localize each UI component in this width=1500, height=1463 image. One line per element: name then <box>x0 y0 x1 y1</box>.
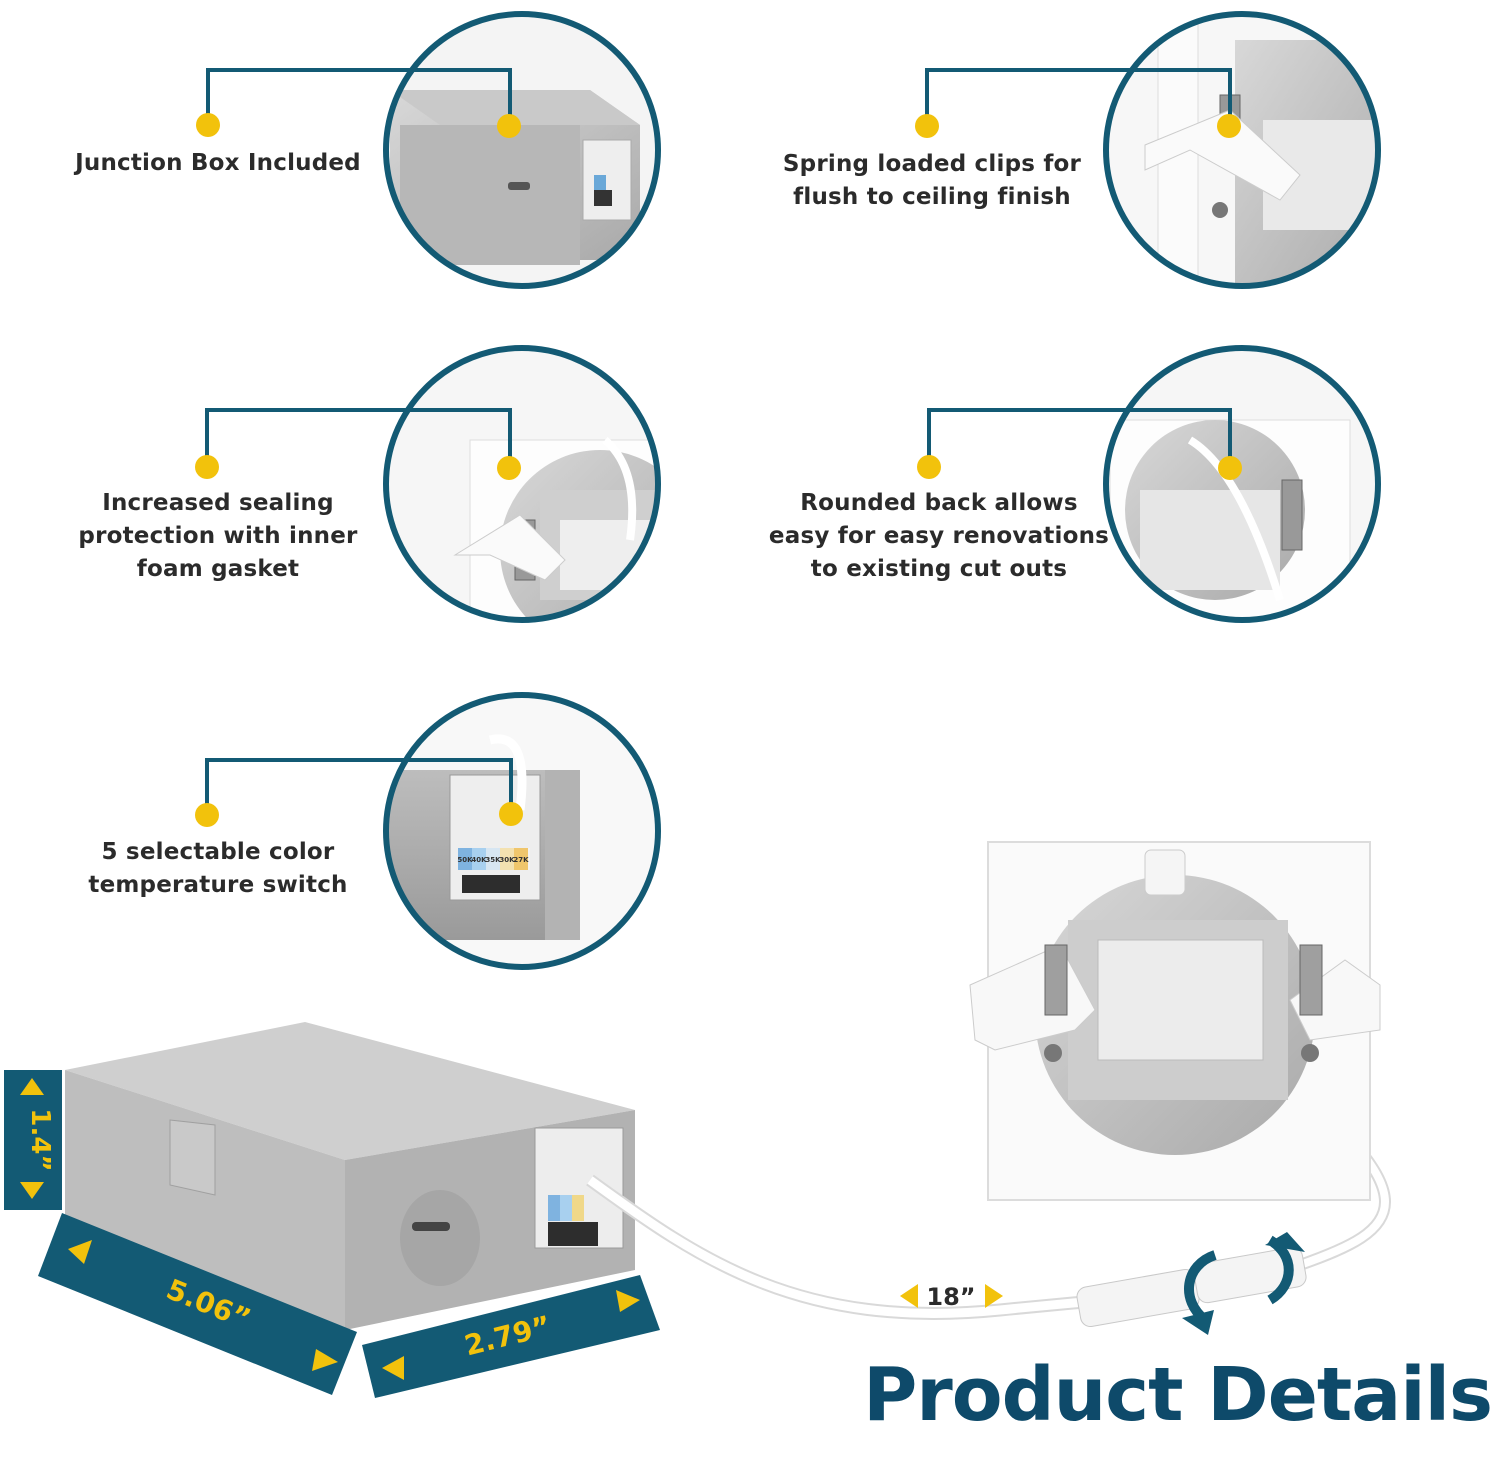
callout-line: Increased sealing <box>102 490 334 516</box>
callout-spring-clips: Spring loaded clips for flush to ceiling… <box>762 148 1102 214</box>
callout-line: 5 selectable color <box>101 839 335 865</box>
quick-connector <box>1076 1232 1307 1335</box>
gasket-closeup <box>383 345 661 623</box>
arrow-down-icon <box>20 1182 44 1199</box>
junction-box-closeup <box>383 11 661 289</box>
switch-label-27k: 27K <box>513 856 529 864</box>
callout-connector-4 <box>917 408 1242 480</box>
page-title: Product Details <box>863 1352 1493 1438</box>
callout-junction-box: Junction Box Included <box>58 147 378 180</box>
switch-label-group: 50K 40K 35K 30K 27K <box>457 848 529 870</box>
callout-line: Spring loaded clips for <box>782 151 1082 177</box>
arrow-right-icon <box>616 1290 640 1312</box>
callout-connector-5 <box>195 758 523 827</box>
switch-label-35k: 35K <box>485 856 501 864</box>
callout-line: flush to ceiling finish <box>793 184 1071 210</box>
arrow-left-icon <box>382 1356 404 1380</box>
dimension-width: 2.79” <box>362 1275 660 1398</box>
switch-label-30k: 30K <box>499 856 515 864</box>
dimension-cable: 18” <box>900 1283 1003 1311</box>
arrow-right-icon <box>312 1349 338 1371</box>
color-switch-closeup: 50K 40K 35K 30K 27K <box>383 692 661 970</box>
callout-line: foam gasket <box>136 556 300 582</box>
callout-connector-2 <box>915 68 1241 138</box>
switch-label-40k: 40K <box>471 856 487 864</box>
callout-rounded-back: Rounded back allows easy for easy renova… <box>760 487 1118 586</box>
arrow-left-icon <box>900 1284 918 1308</box>
spring-clip-closeup <box>1103 11 1381 289</box>
arrow-left-icon <box>68 1240 92 1264</box>
callout-connector-3 <box>195 408 521 480</box>
rotate-arrow-icon <box>1184 1250 1217 1324</box>
arrow-right-icon <box>985 1284 1003 1308</box>
callout-connector-1 <box>196 68 521 138</box>
callout-sealing: Increased sealing protection with inner … <box>58 487 378 586</box>
height-dimension-label: 1.4” <box>25 1108 55 1171</box>
switch-label-50k: 50K <box>457 856 473 864</box>
callout-line: to existing cut outs <box>810 556 1068 582</box>
callout-color-switch: 5 selectable color temperature switch <box>58 836 378 902</box>
arrow-up-icon <box>20 1078 44 1095</box>
dimension-height: 1.4” <box>4 1070 62 1210</box>
callout-line: Rounded back allows <box>800 490 1078 516</box>
callout-line: easy for easy renovations <box>768 523 1110 549</box>
cable-length-label: 18” <box>926 1283 975 1311</box>
callout-line: protection with inner <box>78 523 358 549</box>
callout-line: temperature switch <box>88 872 348 898</box>
downlight-fixture <box>969 841 1381 1201</box>
junction-box-illustration <box>65 1022 635 1330</box>
rounded-back-closeup <box>1103 345 1381 623</box>
callout-line: Junction Box Included <box>75 150 361 176</box>
